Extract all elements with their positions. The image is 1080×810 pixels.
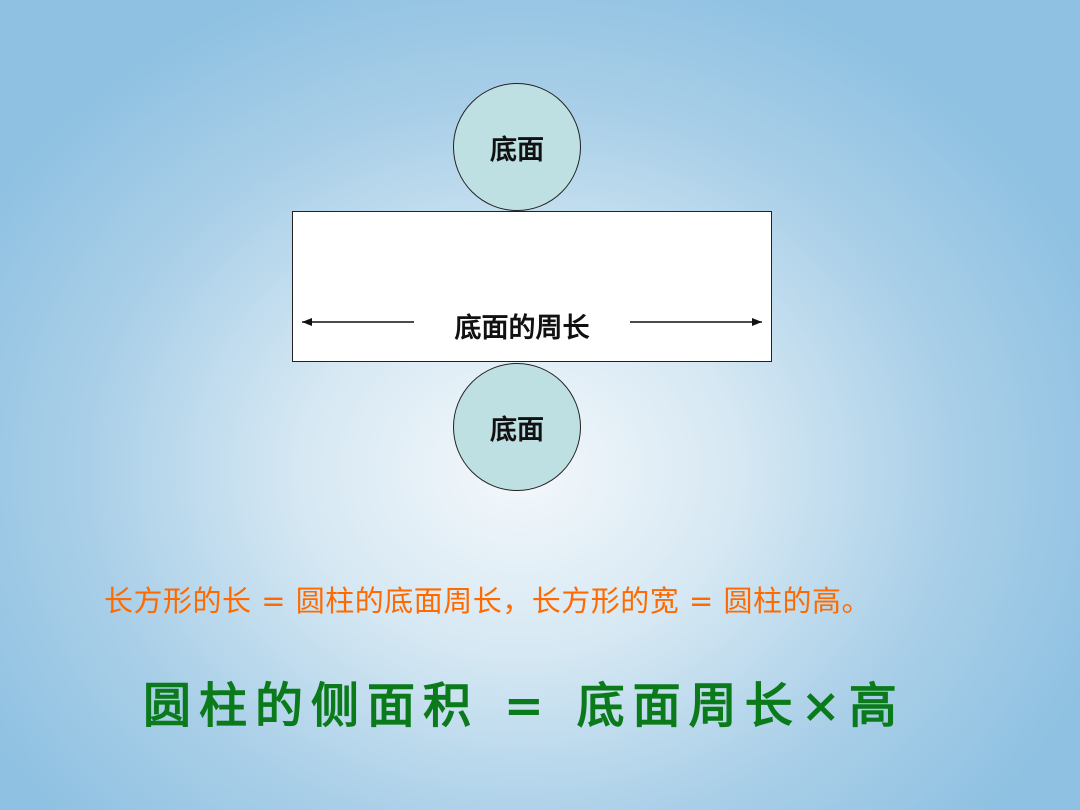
lateral-area-formula: 圆柱的侧面积 = 底面周长×高 [143, 678, 905, 734]
rectangle-cylinder-relation-text: 长方形的长 = 圆柱的底面周长，长方形的宽 = 圆柱的高。 [104, 584, 871, 618]
base-perimeter-label: 底面的周长 [414, 308, 630, 344]
top-base-label: 底面 [490, 134, 544, 166]
top-base-circle: 底面 [453, 83, 581, 211]
bottom-base-label: 底面 [490, 414, 544, 446]
bottom-base-circle: 底面 [453, 363, 581, 491]
